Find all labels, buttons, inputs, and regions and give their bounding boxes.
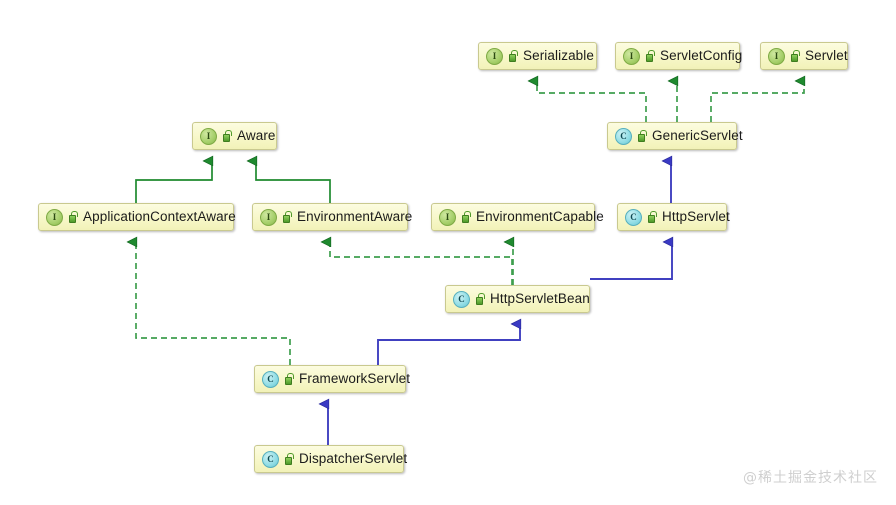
interface-icon: I [486, 47, 503, 65]
class-icon: C [615, 127, 632, 145]
interface-icon: I [439, 208, 456, 226]
edge-applicationcontextaware-extends-aware [135, 161, 212, 203]
interface-icon: I [768, 47, 785, 65]
class-node-frameworkservlet[interactable]: C FrameworkServlet [254, 365, 410, 393]
class-node-label: DispatcherServlet [299, 451, 408, 467]
interface-icon: I [260, 208, 277, 226]
public-member-icon [475, 292, 485, 306]
public-member-icon [222, 129, 232, 143]
public-member-icon [645, 49, 655, 63]
class-node-label: FrameworkServlet [299, 371, 411, 387]
class-node-label: Aware [237, 128, 276, 144]
class-node-label: ApplicationContextAware [83, 209, 236, 225]
class-node-genericservlet[interactable]: C GenericServlet [607, 122, 743, 150]
class-node-serializable[interactable]: I Serializable [478, 42, 597, 70]
class-node-label: Servlet [805, 48, 848, 64]
class-node-environmentaware[interactable]: I EnvironmentAware [252, 203, 412, 231]
public-member-icon [282, 210, 292, 224]
edge-environmentaware-extends-aware [256, 161, 331, 203]
class-node-servletconfig[interactable]: I ServletConfig [615, 42, 743, 70]
class-node-environmentcapable[interactable]: I EnvironmentCapable [431, 203, 604, 231]
class-node-label: Serializable [523, 48, 594, 64]
class-icon: C [262, 450, 279, 468]
class-icon: C [453, 290, 470, 308]
class-node-label: GenericServlet [652, 128, 743, 144]
public-member-icon [508, 49, 518, 63]
class-node-dispatcherservlet[interactable]: C DispatcherServlet [254, 445, 408, 473]
class-icon: C [625, 208, 642, 226]
class-node-applicationcontextaware[interactable]: I ApplicationContextAware [38, 203, 236, 231]
public-member-icon [790, 49, 800, 63]
public-member-icon [461, 210, 471, 224]
class-node-httpservlet[interactable]: C HttpServlet [617, 203, 730, 231]
public-member-icon [68, 210, 78, 224]
edge-httpservletbean-extends-httpservlet [590, 242, 672, 280]
interface-icon: I [623, 47, 640, 65]
class-node-label: HttpServlet [662, 209, 730, 225]
watermark: @稀土掘金技术社区 [743, 470, 878, 486]
class-node-label: HttpServletBean [490, 291, 590, 307]
public-member-icon [637, 129, 647, 143]
edge-frameworkservlet-implements-applicationcontextaware [136, 242, 291, 365]
class-icon: C [262, 370, 279, 388]
class-node-aware[interactable]: I Aware [192, 122, 277, 150]
class-node-label: EnvironmentCapable [476, 209, 604, 225]
class-node-label: ServletConfig [660, 48, 743, 64]
class-node-label: EnvironmentAware [297, 209, 413, 225]
interface-icon: I [46, 208, 63, 226]
edge-genericservlet-implements-servlet [710, 81, 804, 122]
interface-icon: I [200, 127, 217, 145]
public-member-icon [647, 210, 657, 224]
class-node-httpservletbean[interactable]: C HttpServletBean [445, 285, 590, 313]
public-member-icon [284, 372, 294, 386]
class-node-servlet[interactable]: I Servlet [760, 42, 848, 70]
edge-httpservletbean-implements-environmentaware [330, 242, 513, 285]
edge-genericservlet-implements-serializable [537, 81, 647, 122]
edge-frameworkservlet-extends-httpservletbean [377, 324, 520, 365]
public-member-icon [284, 452, 294, 466]
